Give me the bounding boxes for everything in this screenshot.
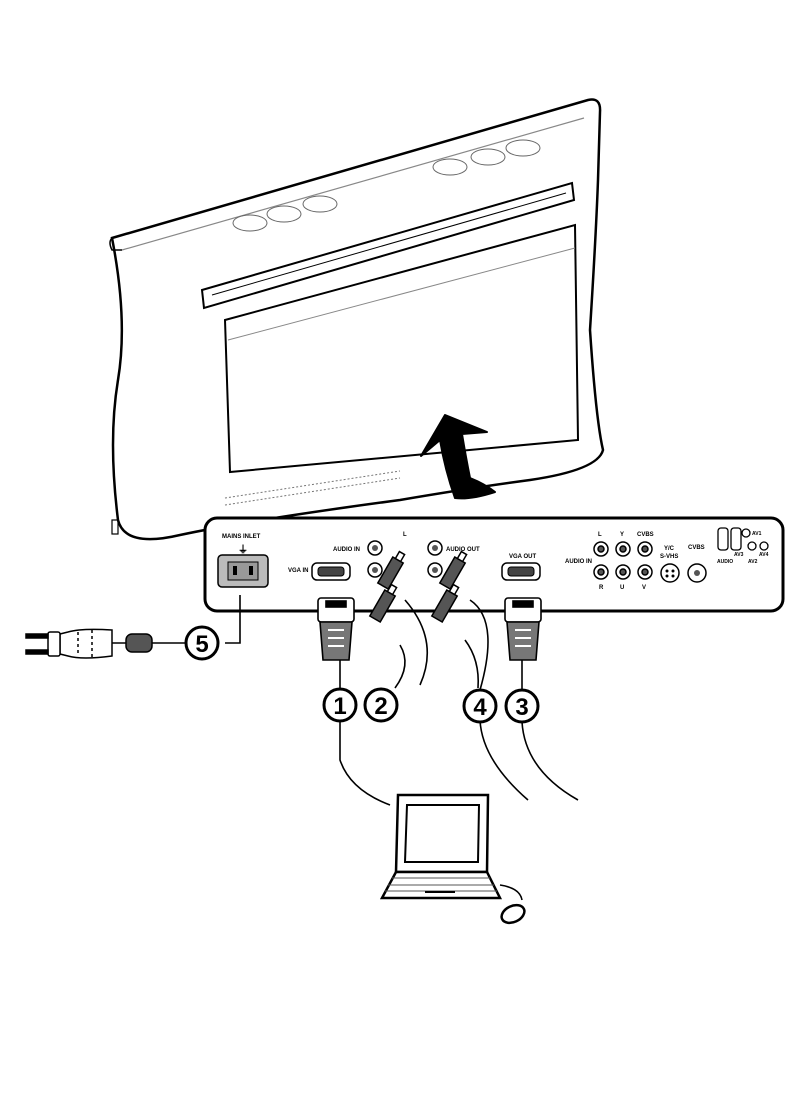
mains-inlet-socket: ⏚	[217, 544, 269, 588]
audio-in-jack-r	[367, 562, 383, 578]
av2-label: AV2	[748, 559, 758, 565]
r-label-right: R	[599, 585, 604, 591]
callout-4: 4	[462, 688, 498, 724]
av1-label: AV1	[752, 531, 762, 537]
u-label: U	[620, 585, 624, 591]
laptop-icon	[379, 793, 526, 925]
av3-label: AV3	[734, 552, 744, 558]
vga-out-label: VGA OUT	[509, 554, 536, 560]
yc-label: Y/C	[664, 546, 675, 552]
l-label-right: L	[598, 532, 602, 538]
audio-out-label: AUDIO OUT	[446, 547, 480, 553]
l-label-top: L	[403, 532, 407, 538]
y-label: Y	[620, 532, 624, 538]
svhs-port	[660, 563, 680, 583]
callout-3: 3	[504, 688, 540, 724]
ground-icon: ⏚	[238, 544, 248, 556]
svg-text:4: 4	[473, 694, 487, 721]
vga-in-label: VGA IN	[288, 568, 308, 574]
av4-label: AV4	[759, 552, 769, 558]
vga-in-port	[311, 562, 351, 581]
audio-in-right-label: AUDIO IN	[565, 559, 592, 565]
vent-grille	[232, 139, 541, 232]
cvbs-label-right: CVBS	[688, 545, 705, 551]
connector-panel: ⏚ MAINS INLET VGA IN AUDIO IN L AUDIO OU…	[203, 516, 785, 613]
mains-inlet-label: MAINS INLET	[222, 534, 261, 540]
cvbs-port	[687, 563, 707, 583]
svg-text:5: 5	[195, 631, 208, 658]
callout-5: 5	[184, 625, 220, 661]
v-label: V	[642, 585, 646, 591]
audio-in-left-label: AUDIO IN	[333, 547, 360, 553]
callout-1: 1	[322, 687, 358, 723]
audio-in-jack-l	[367, 540, 383, 556]
rca-plugs	[368, 550, 468, 624]
cvbs-label-top: CVBS	[637, 532, 654, 538]
av-rca-jacks	[593, 541, 653, 580]
svg-text:2: 2	[374, 693, 387, 720]
av-small-jacks	[717, 527, 769, 551]
open-cover-arrow	[420, 414, 496, 500]
tv-back-view	[109, 98, 605, 541]
mains-plug	[25, 628, 153, 659]
audio-out-jack-l	[427, 540, 443, 556]
svg-text:3: 3	[515, 694, 528, 721]
cables	[152, 595, 579, 806]
svg-text:1: 1	[333, 693, 346, 720]
audio-small-label: AUDIO	[717, 559, 733, 565]
vga-out-port	[501, 562, 541, 581]
callout-2: 2	[363, 687, 399, 723]
vga-plug-out	[504, 597, 542, 661]
vga-plug-in	[317, 597, 355, 661]
svhs-label: S-VHS	[660, 554, 678, 560]
audio-out-jack-r	[427, 562, 443, 578]
